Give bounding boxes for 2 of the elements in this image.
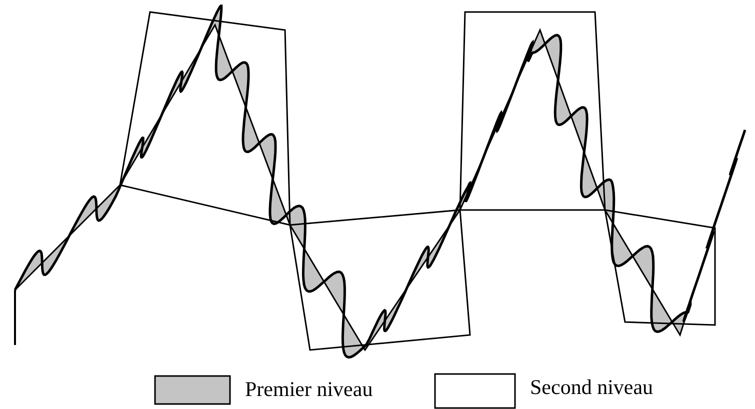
legend-label: Second niveau: [530, 375, 654, 400]
legend-label: Premier niveau: [245, 377, 373, 402]
